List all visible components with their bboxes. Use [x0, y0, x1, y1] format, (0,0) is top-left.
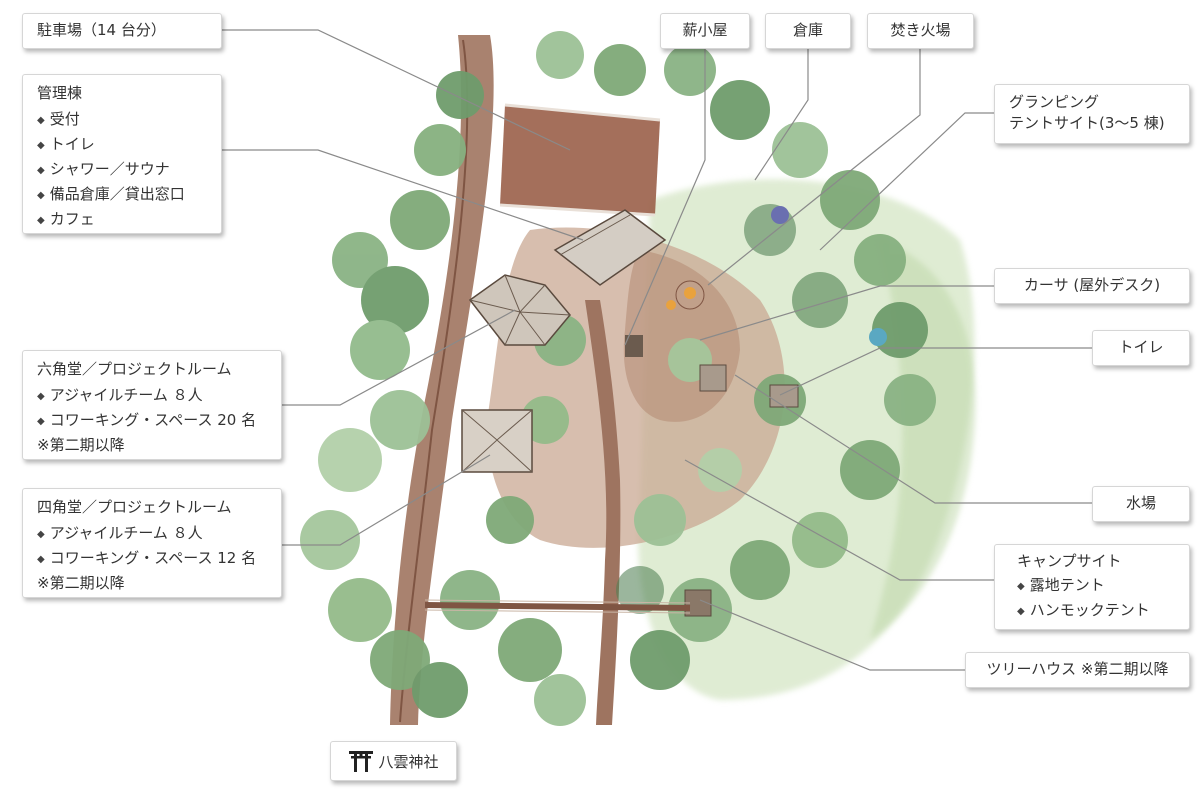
list-item: トイレ [37, 133, 207, 158]
label-admin-title: 管理棟 [37, 84, 83, 102]
label-parking: 駐車場（14 台分） [22, 13, 222, 49]
campfire-flame [684, 287, 696, 299]
label-casa-text: カーサ (屋外デスク) [1023, 276, 1161, 294]
glamping-tent-2 [869, 328, 887, 346]
label-glamping-line1: グランピング [1009, 93, 1100, 111]
label-campfire-text: 焚き火場 [890, 21, 951, 39]
east-path [585, 300, 621, 725]
list-item: アジャイルチーム ８人 [37, 384, 267, 409]
glamping-tent [771, 206, 789, 224]
label-campfire: 焚き火場 [867, 13, 974, 49]
label-glamping-line2: テントサイト(3〜5 棟) [1009, 114, 1165, 132]
label-hexagon-title: 六角堂／プロジェクトルーム [37, 360, 232, 378]
hexagon-capacity-list: アジャイルチーム ８人 コワーキング・スペース 20 名 [37, 384, 267, 434]
label-storage-text: 倉庫 [792, 21, 823, 39]
list-item: カフェ [37, 208, 207, 233]
label-square-title: 四角堂／プロジェクトルーム [37, 498, 232, 516]
label-camp-title: キャンプサイト [1017, 552, 1122, 570]
list-item: コワーキング・スペース 20 名 [37, 409, 267, 434]
label-toilet-text: トイレ [1118, 338, 1164, 356]
label-camp-site: キャンプサイト 露地テント ハンモックテント [994, 544, 1190, 630]
list-item: シャワー／サウナ [37, 158, 207, 183]
leader-lines [222, 29, 1092, 671]
label-shrine-text: 八雲神社 [378, 752, 439, 771]
label-firewood-text: 薪小屋 [682, 21, 728, 39]
meadow-wash-2 [870, 240, 976, 640]
list-item: 備品倉庫／貸出窓口 [37, 183, 207, 208]
label-shrine: 八雲神社 [330, 741, 457, 781]
admin-facility-list: 受付 トイレ シャワー／サウナ 備品倉庫／貸出窓口 カフェ [37, 108, 207, 233]
label-parking-text: 駐車場（14 台分） [37, 21, 166, 39]
torii-icon [349, 751, 374, 772]
campfire-flame-2 [666, 300, 676, 310]
west-road [390, 35, 494, 725]
suspension-bridge [424, 602, 691, 611]
parking-fence [504, 103, 661, 122]
label-treehouse: ツリーハウス ※第二期以降 [965, 652, 1190, 688]
camp-tent-list: 露地テント ハンモックテント [1017, 574, 1175, 624]
label-hexagon-hall: 六角堂／プロジェクトルーム アジャイルチーム ８人 コワーキング・スペース 20… [22, 350, 282, 460]
label-toilet: トイレ [1092, 330, 1190, 366]
label-casa: カーサ (屋外デスク) [994, 268, 1190, 304]
label-water-text: 水場 [1125, 494, 1156, 512]
label-square-hall: 四角堂／プロジェクトルーム アジャイルチーム ８人 コワーキング・スペース 12… [22, 488, 282, 598]
label-hexagon-note: ※第二期以降 [37, 436, 125, 454]
label-glamping: グランピング テントサイト(3〜5 棟) [994, 84, 1190, 144]
list-item: コワーキング・スペース 12 名 [37, 547, 267, 572]
label-treehouse-text: ツリーハウス ※第二期以降 [986, 660, 1169, 678]
list-item: アジャイルチーム ８人 [37, 522, 267, 547]
list-item: 受付 [37, 108, 207, 133]
square-capacity-list: アジャイルチーム ８人 コワーキング・スペース 12 名 [37, 522, 267, 572]
forest [300, 31, 936, 726]
firewood-shed [625, 335, 643, 357]
list-item: ハンモックテント [1017, 599, 1175, 624]
label-storage: 倉庫 [765, 13, 851, 49]
water-station [699, 364, 727, 392]
label-square-note: ※第二期以降 [37, 574, 125, 592]
label-firewood-shed: 薪小屋 [660, 13, 750, 49]
label-water: 水場 [1092, 486, 1190, 522]
parking-lot [500, 105, 660, 215]
label-admin-building: 管理棟 受付 トイレ シャワー／サウナ 備品倉庫／貸出窓口 カフェ [22, 74, 222, 234]
list-item: 露地テント [1017, 574, 1175, 599]
admin-building [553, 209, 667, 286]
